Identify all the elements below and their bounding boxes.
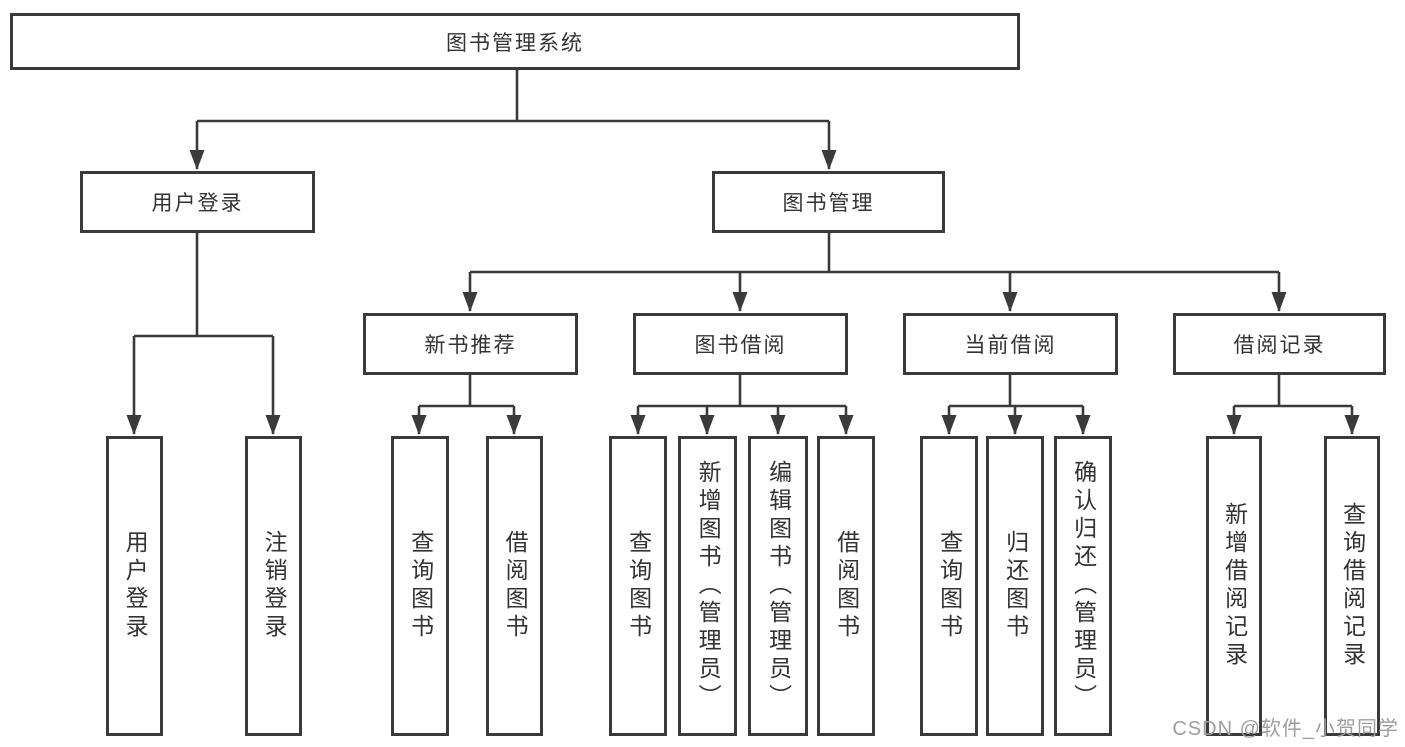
leaf-query-books-2: 查询图书 <box>609 436 667 736</box>
leaf-borrow-books-2-label: 借阅图书 <box>833 530 860 642</box>
node-current-borrow: 当前借阅 <box>903 313 1118 375</box>
node-user-login-label: 用户登录 <box>151 192 244 215</box>
node-new-book-recommend-label: 新书推荐 <box>424 334 517 357</box>
leaf-add-borrow-record-label: 新增借阅记录 <box>1221 502 1248 670</box>
leaf-query-books-1-label: 查询图书 <box>407 530 434 642</box>
leaf-query-borrow-record-label: 查询借阅记录 <box>1339 502 1366 670</box>
node-user-login: 用户登录 <box>80 171 315 233</box>
leaf-logout: 注销登录 <box>245 436 302 736</box>
leaf-add-borrow-record: 新增借阅记录 <box>1206 436 1262 736</box>
leaf-return-books: 归还图书 <box>986 436 1044 736</box>
leaf-query-books-2-label: 查询图书 <box>625 530 652 642</box>
leaf-borrow-books-2: 借阅图书 <box>817 436 875 736</box>
leaf-edit-book-admin: 编辑图书（管理员） <box>748 436 808 736</box>
leaf-user-login: 用户登录 <box>106 436 163 736</box>
node-book-borrow-label: 图书借阅 <box>694 334 787 357</box>
node-new-book-recommend: 新书推荐 <box>363 313 578 375</box>
leaf-confirm-return-admin: 确认归还（管理员） <box>1054 436 1112 736</box>
leaf-edit-book-admin-label: 编辑图书（管理员） <box>765 460 792 712</box>
leaf-query-books-3: 查询图书 <box>920 436 978 736</box>
leaf-borrow-books-1-label: 借阅图书 <box>502 530 529 642</box>
leaf-confirm-return-admin-label: 确认归还（管理员） <box>1070 460 1097 712</box>
node-book-borrow: 图书借阅 <box>633 313 848 375</box>
leaf-query-borrow-record: 查询借阅记录 <box>1324 436 1380 736</box>
leaf-borrow-books-1: 借阅图书 <box>486 436 543 736</box>
node-book-management: 图书管理 <box>712 171 945 233</box>
node-root-label: 图书管理系统 <box>446 31 584 55</box>
node-root: 图书管理系统 <box>10 13 1020 70</box>
leaf-add-book-admin-label: 新增图书（管理员） <box>695 460 722 712</box>
leaf-query-books-1: 查询图书 <box>391 436 449 736</box>
leaf-user-login-label: 用户登录 <box>122 530 149 642</box>
node-current-borrow-label: 当前借阅 <box>964 334 1057 357</box>
watermark-text: CSDN @软件_小贺同学 <box>1172 718 1399 740</box>
node-borrow-records: 借阅记录 <box>1173 313 1386 375</box>
leaf-return-books-label: 归还图书 <box>1002 530 1029 642</box>
leaf-add-book-admin: 新增图书（管理员） <box>678 436 737 736</box>
leaf-query-books-3-label: 查询图书 <box>936 530 963 642</box>
leaf-logout-label: 注销登录 <box>261 530 288 642</box>
node-borrow-records-label: 借阅记录 <box>1233 334 1326 357</box>
node-book-management-label: 图书管理 <box>782 192 875 215</box>
